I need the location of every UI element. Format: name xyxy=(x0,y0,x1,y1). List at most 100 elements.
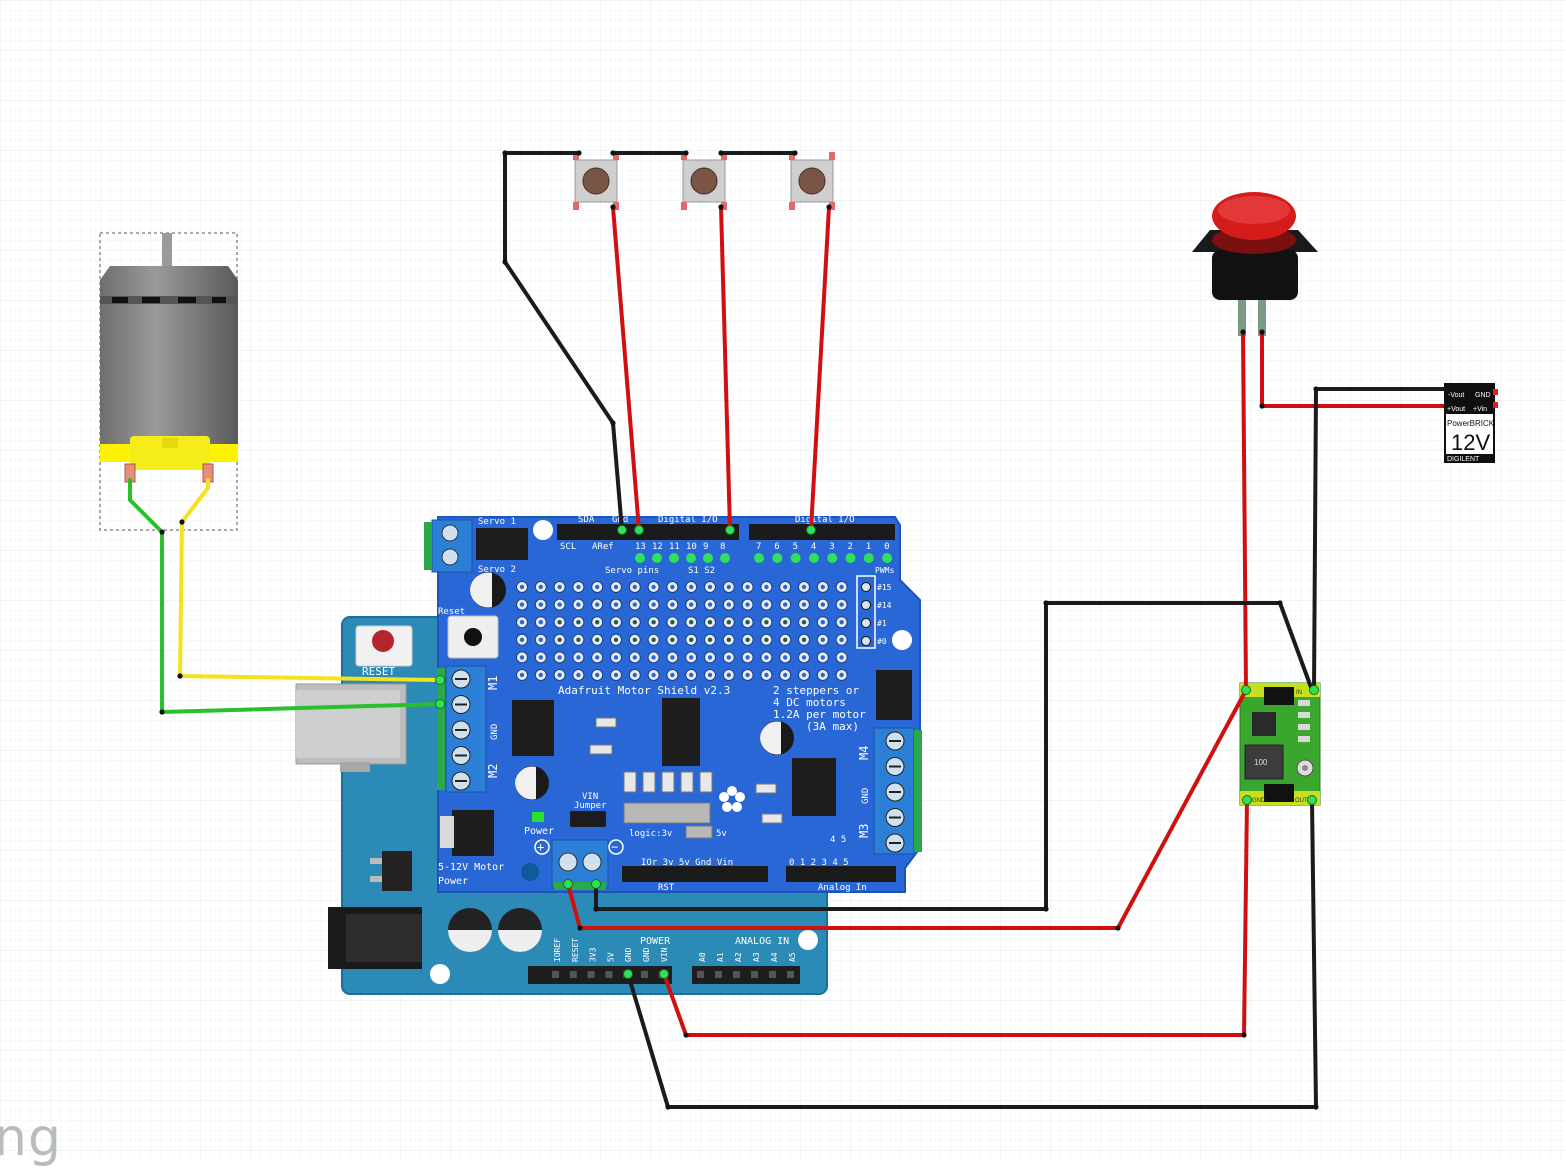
arduino-power-label: POWER xyxy=(640,936,671,947)
prototyping-area xyxy=(516,581,848,681)
proto-hole-center xyxy=(557,602,562,607)
proto-hole-center xyxy=(689,637,694,642)
wire-bend-point xyxy=(718,150,724,156)
proto-hole-center xyxy=(632,672,637,678)
pin-label: 5 xyxy=(793,542,798,552)
shield-title: Adafruit Motor Shield v2.3 xyxy=(558,684,730,697)
wire-red-btn2 xyxy=(719,205,732,532)
5v-label: 5v xyxy=(716,829,727,839)
pwm-pin xyxy=(861,582,871,592)
proto-hole-center xyxy=(689,672,694,678)
proto-hole-center xyxy=(538,672,543,678)
pin-label: 6 xyxy=(774,542,779,552)
gnd-left-label: GND xyxy=(490,724,500,740)
buck-regulator-icon[interactable]: 100 IN OUT GND xyxy=(1239,682,1321,806)
proto-hole-center xyxy=(651,620,656,625)
header-pin xyxy=(641,971,648,978)
wire-red-pushbutton-reg xyxy=(1241,330,1248,692)
red-pushbutton-icon[interactable] xyxy=(1192,192,1318,336)
pwm-label: #1 xyxy=(877,619,887,628)
tactile-button-icon[interactable] xyxy=(573,152,619,210)
proto-hole-center xyxy=(670,672,675,678)
m3-pin-nums: 4 5 xyxy=(830,835,846,845)
wire-black-reg-arduino xyxy=(626,798,1318,1109)
servo1-label: Servo 1 xyxy=(478,517,516,527)
arduino-pin-label: GND xyxy=(624,947,633,962)
pin-label: 11 xyxy=(669,542,680,552)
pin-label: 10 xyxy=(686,542,697,552)
pin-label: 12 xyxy=(652,542,663,552)
pin-label: 2 xyxy=(848,542,853,552)
proto-hole-center xyxy=(613,672,619,678)
proto-hole-center xyxy=(538,637,543,642)
tactile-button-icon[interactable] xyxy=(789,152,835,210)
wire-bend-point xyxy=(1240,329,1246,335)
wire-endpoints xyxy=(159,150,1449,1110)
proto-hole-center xyxy=(707,620,713,625)
wire-bend-point xyxy=(1313,386,1319,392)
proto-hole-center xyxy=(707,584,713,590)
arduino-pin-label: GND xyxy=(642,947,651,962)
tactile-buttons xyxy=(573,152,835,210)
proto-hole-center xyxy=(670,620,675,625)
pin-label: 7 xyxy=(756,542,761,552)
aref-label: ARef xyxy=(592,542,614,552)
vin-label: VIN xyxy=(582,792,598,802)
proto-hole-center xyxy=(801,655,807,660)
proto-hole-center xyxy=(764,672,769,678)
dc-motor-icon[interactable] xyxy=(99,232,238,531)
pin-hole xyxy=(652,553,662,563)
pb-vin-pos: +Vin xyxy=(1473,406,1487,413)
adafruit-motor-shield[interactable]: Servo 1 Servo 2 SDA Gnd Digital I/O Digi… xyxy=(424,515,922,893)
plus-sign: + xyxy=(537,840,544,854)
analog-num-labels: 0 1 2 3 4 5 xyxy=(789,858,849,868)
header-pin xyxy=(733,971,740,978)
wire-bend-point xyxy=(159,709,165,715)
arduino-pin-label: RESET xyxy=(571,938,580,962)
proto-hole-center xyxy=(576,672,581,678)
connection-point xyxy=(1307,795,1317,805)
proto-hole-center xyxy=(783,655,788,660)
wire-bend-point xyxy=(1259,329,1265,335)
wire-bend-point xyxy=(502,259,508,265)
proto-hole-center xyxy=(519,637,525,642)
arduino-pin-label: A4 xyxy=(770,952,779,962)
proto-hole-center xyxy=(557,655,562,660)
arduino-analog-label: ANALOG IN xyxy=(735,936,789,947)
pwms-label: PWMs xyxy=(875,566,894,575)
proto-hole-center xyxy=(519,620,525,625)
connection-point xyxy=(1242,795,1252,805)
header-pin xyxy=(697,971,704,978)
proto-hole-center xyxy=(595,637,600,642)
header-pin xyxy=(587,971,595,978)
proto-hole-center xyxy=(745,672,750,678)
pin-hole xyxy=(720,553,730,563)
proto-hole-center xyxy=(538,584,543,590)
motor-power-label-2: Power xyxy=(438,876,468,887)
wire-bend-point xyxy=(610,204,616,210)
shield-desc-line: (3A max) xyxy=(806,720,859,733)
wire-bend-point xyxy=(1259,403,1265,409)
wire-bend-point xyxy=(177,673,183,679)
m3-label: M3 xyxy=(857,824,871,838)
shield-desc-line: 1.2A per motor xyxy=(773,708,866,721)
proto-hole-center xyxy=(820,620,825,625)
logic-label: logic:3v xyxy=(629,829,672,839)
proto-hole-center xyxy=(764,637,769,642)
power-brick-icon[interactable]: -Vout GND +Vout +Vin PowerBRICK 12V DIGI… xyxy=(1444,383,1498,463)
servo-pins-label: Servo pins xyxy=(605,566,659,576)
pin-hole xyxy=(882,553,893,563)
header-pin xyxy=(569,971,577,978)
connection-point xyxy=(1309,685,1319,695)
tactile-button-icon[interactable] xyxy=(681,152,727,210)
wire-bend-point xyxy=(159,529,165,535)
proto-hole-center xyxy=(764,602,769,607)
proto-hole-center xyxy=(689,602,694,607)
bottom-pin-labels: IOr 3v 5v Gnd Vin xyxy=(641,858,733,868)
proto-hole-center xyxy=(670,602,675,607)
proto-hole-center xyxy=(783,637,788,642)
servo2-label: Servo 2 xyxy=(478,565,516,575)
